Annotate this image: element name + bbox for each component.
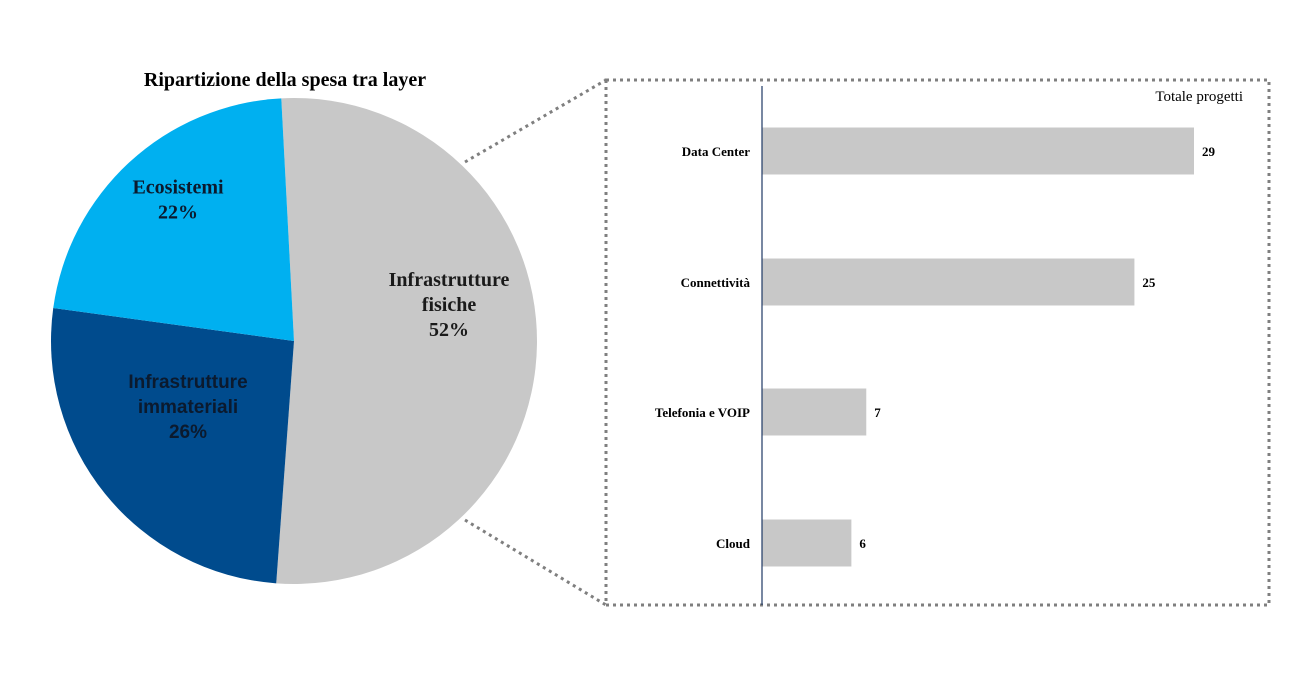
pie-slice-percent: 22% xyxy=(158,202,198,224)
pie-slice-label: Infrastrutture xyxy=(128,372,247,393)
bar-value-label: 6 xyxy=(859,536,866,551)
bar-category-label: Cloud xyxy=(716,536,751,551)
bar-category-label: Telefonia e VOIP xyxy=(655,405,750,420)
pie-slice-label: fisiche xyxy=(422,294,477,316)
connector-line-bottom xyxy=(464,518,607,607)
bar xyxy=(762,388,867,436)
bar-chart-frame xyxy=(604,78,1271,607)
pie-slice-percent: 26% xyxy=(169,422,207,443)
bar-value-label: 29 xyxy=(1202,144,1216,159)
bar xyxy=(762,519,852,567)
pie-title: Ripartizione della spesa tra layer xyxy=(144,69,426,91)
pie-slice xyxy=(276,98,537,585)
pie-chart: Infrastrutture fisiche 52% Infrastrutture im… xyxy=(50,98,537,585)
pie-slice-percent: 52% xyxy=(429,319,469,341)
pie-slice xyxy=(53,98,294,341)
pie-slice-label: Infrastrutture xyxy=(389,269,510,291)
pie-slice-label: Ecosistemi xyxy=(132,177,224,199)
bar-value-label: 25 xyxy=(1142,275,1156,290)
bar-chart-header: Totale progetti xyxy=(1155,89,1243,105)
pie-slice-label: immateriali xyxy=(138,397,238,418)
pie-slice xyxy=(50,308,294,584)
bar-category-label: Connettività xyxy=(681,275,751,290)
bar xyxy=(762,258,1135,306)
bar-category-label: Data Center xyxy=(682,144,750,159)
connector-line-top xyxy=(464,78,607,164)
bar-value-label: 7 xyxy=(874,405,881,420)
bar xyxy=(762,127,1194,175)
